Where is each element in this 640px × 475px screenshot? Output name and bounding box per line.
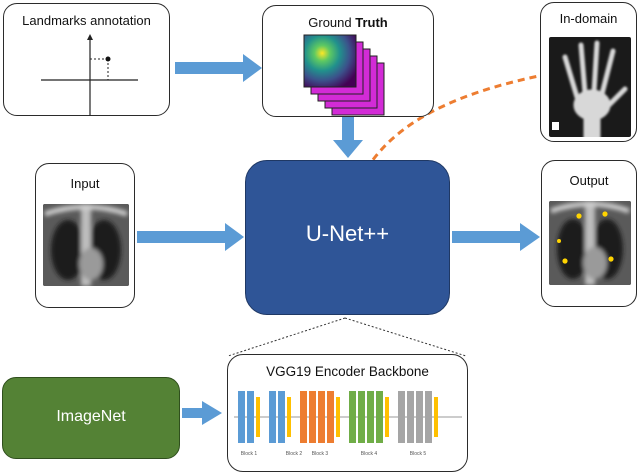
pool-layer [287, 397, 291, 437]
in-domain-title: In-domain [559, 11, 618, 26]
block-label: Block 2 [286, 451, 303, 457]
zoom-line-right [344, 317, 467, 357]
chest-xray-output-image [549, 201, 631, 285]
conv-layer [300, 391, 307, 443]
conv-layer [238, 391, 245, 443]
conv-layer [398, 391, 405, 443]
output-title: Output [569, 173, 609, 188]
landmarks-annotation-title: Landmarks annotation [22, 13, 151, 28]
conv-layer [318, 391, 325, 443]
conv-layer [269, 391, 276, 443]
conv-layer [425, 391, 432, 443]
ground-truth-title: Ground Truth [263, 15, 433, 30]
conv-layer [376, 391, 383, 443]
in-domain-box: In-domain [540, 2, 637, 142]
conv-layer [358, 391, 365, 443]
output-box: Output [541, 160, 637, 307]
block-label: Block 4 [361, 451, 378, 457]
zoom-line-left [227, 317, 346, 357]
conv-layer [309, 391, 316, 443]
arrow-landmarks-to-ground-truth [175, 54, 262, 82]
hand-xray-image [549, 37, 631, 137]
ground-truth-box: Ground Truth [262, 5, 434, 117]
arrow-input-to-unet [137, 223, 244, 251]
block-label: Block 5 [410, 451, 427, 457]
pool-layer [256, 397, 260, 437]
block-label: Block 3 [312, 451, 329, 457]
vgg19-backbone-title: VGG19 Encoder Backbone [266, 364, 429, 379]
landmark-points [557, 211, 614, 264]
vgg19-blocks-diagram: Block 1 Block 2 Block 3 Block 4 Block 5 [234, 391, 462, 457]
conv-layer [247, 391, 254, 443]
conv-layer [416, 391, 423, 443]
conv-layer [407, 391, 414, 443]
imagenet-box: ImageNet [2, 377, 180, 459]
arrow-ground-truth-to-unet [333, 116, 363, 158]
pool-layer [434, 397, 438, 437]
pool-layer [385, 397, 389, 437]
arrow-imagenet-to-backbone [182, 401, 222, 425]
ground-truth-title-regular: Ground [308, 15, 356, 30]
chest-xray-input-image [43, 204, 129, 286]
ground-truth-title-bold: Truth [355, 15, 388, 30]
input-box: Input [35, 163, 135, 308]
arrow-unet-to-output [452, 223, 540, 251]
input-title: Input [70, 176, 100, 191]
unet-plus-plus-label: U-Net++ [305, 221, 390, 246]
coordinate-axes-icon [41, 34, 138, 116]
heatmap-stack-icon [303, 34, 385, 116]
conv-layer [278, 391, 285, 443]
conv-layer [349, 391, 356, 443]
conv-layer [367, 391, 374, 443]
imagenet-label: ImageNet [56, 408, 126, 425]
unet-plus-plus-model: U-Net++ [245, 160, 450, 315]
block-label: Block 1 [241, 451, 258, 457]
conv-layer [327, 391, 334, 443]
landmarks-annotation-box: Landmarks annotation [3, 3, 170, 116]
pool-layer [336, 397, 340, 437]
